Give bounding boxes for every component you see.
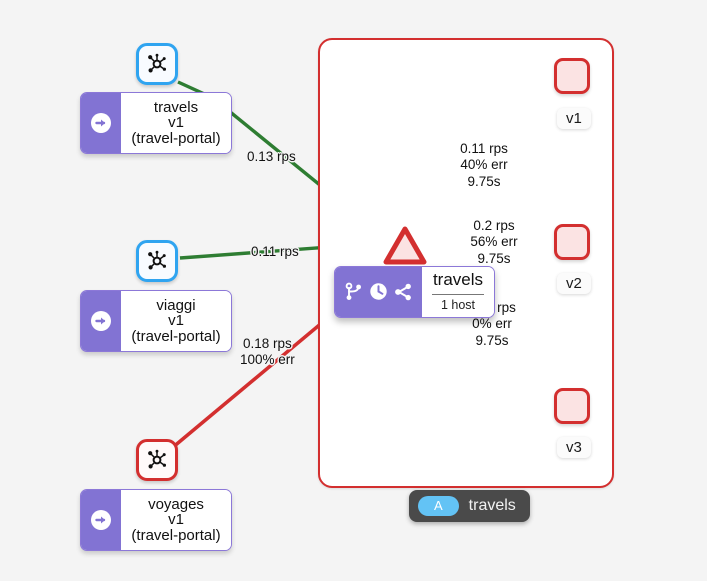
service-box-voyages[interactable]: voyages v1 (travel-portal) bbox=[80, 489, 232, 551]
app-graph-icon bbox=[145, 448, 169, 472]
version-label-v2: v2 bbox=[557, 273, 591, 294]
edge-latency: 9.75s bbox=[467, 173, 501, 189]
edge-label-voyages: 0.18 rps 100% err bbox=[240, 336, 295, 369]
edge-latency: 9.75s bbox=[475, 332, 509, 348]
edge-label-v1: 0.11 rps 40% err 9.75s bbox=[450, 141, 518, 190]
edge-rps: 0.18 rps bbox=[243, 336, 292, 351]
service-version: v1 bbox=[168, 511, 184, 529]
edge-err: 100% err bbox=[240, 352, 295, 368]
branch-icon bbox=[345, 282, 361, 300]
app-graph-icon bbox=[145, 52, 169, 76]
edge-rps: 0.11 rps bbox=[251, 244, 299, 259]
source-app-icon-viaggi[interactable] bbox=[136, 240, 178, 282]
legend-label: travels bbox=[468, 497, 516, 515]
legend-chip: A bbox=[418, 496, 459, 517]
service-namespace: (travel-portal) bbox=[131, 129, 221, 147]
service-accent-strip bbox=[81, 490, 121, 550]
service-version: v1 bbox=[168, 312, 184, 330]
service-namespace: (travel-portal) bbox=[131, 327, 221, 345]
service-name: travels bbox=[153, 98, 199, 116]
legend-badge[interactable]: A travels bbox=[409, 490, 530, 523]
service-box-travels[interactable]: travels v1 (travel-portal) bbox=[80, 92, 232, 154]
version-label-v3: v3 bbox=[557, 437, 591, 458]
version-node-v3[interactable] bbox=[554, 388, 590, 424]
detail-card-icon-row bbox=[335, 267, 422, 317]
edge-label-viaggi: 0.11 rps bbox=[251, 244, 299, 260]
edge-latency: 9.75s bbox=[477, 250, 511, 266]
share-icon bbox=[395, 283, 411, 301]
version-node-v2[interactable] bbox=[554, 224, 590, 260]
edge-err: 0% err bbox=[472, 316, 512, 332]
arrow-circle-right-icon bbox=[91, 311, 111, 331]
detail-card-subtitle: 1 host bbox=[440, 297, 476, 312]
edge-rps: 0.13 rps bbox=[247, 149, 296, 164]
version-node-v1[interactable] bbox=[554, 58, 590, 94]
arrow-circle-right-icon bbox=[91, 510, 111, 530]
node-detail-card[interactable]: travels 1 host bbox=[334, 266, 495, 318]
workload-triangle-node[interactable] bbox=[382, 224, 428, 266]
edge-err: 56% err bbox=[470, 234, 518, 250]
source-app-icon-travels[interactable] bbox=[136, 43, 178, 85]
detail-card-info: travels 1 host bbox=[422, 267, 494, 317]
service-box-viaggi[interactable]: viaggi v1 (travel-portal) bbox=[80, 290, 232, 352]
arrow-circle-right-icon bbox=[91, 113, 111, 133]
triangle-icon bbox=[383, 226, 427, 265]
service-version: v1 bbox=[168, 114, 184, 132]
service-namespace: (travel-portal) bbox=[131, 526, 221, 544]
edge-err: 40% err bbox=[460, 157, 508, 173]
service-accent-strip bbox=[81, 291, 121, 351]
version-label-v1: v1 bbox=[557, 108, 591, 129]
edge-label-v2: 0.2 rps 56% err 9.75s bbox=[458, 218, 530, 267]
service-name: voyages bbox=[148, 495, 204, 513]
source-app-icon-voyages[interactable] bbox=[136, 439, 178, 481]
clock-icon bbox=[370, 283, 387, 301]
service-name: viaggi bbox=[156, 296, 196, 314]
service-box-text: travels v1 (travel-portal) bbox=[121, 93, 231, 153]
edge-label-travels: 0.13 rps bbox=[247, 149, 296, 165]
edge-rps: 0.2 rps bbox=[473, 218, 515, 233]
detail-card-title: travels bbox=[432, 270, 484, 289]
service-box-text: voyages v1 (travel-portal) bbox=[121, 490, 231, 550]
edge-rps: 0.11 rps bbox=[460, 141, 508, 156]
app-graph-icon bbox=[145, 249, 169, 273]
service-box-text: viaggi v1 (travel-portal) bbox=[121, 291, 231, 351]
service-accent-strip bbox=[81, 93, 121, 153]
detail-card-divider bbox=[432, 293, 484, 295]
